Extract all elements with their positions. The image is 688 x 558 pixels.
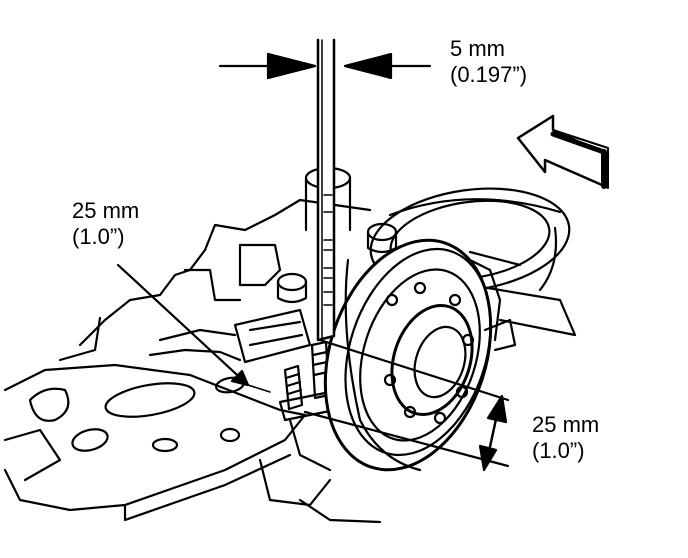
view-direction-arrow — [516, 114, 610, 189]
offset-right-dimension — [303, 338, 510, 472]
gap-dimension — [218, 52, 432, 80]
offset-left-imperial-label: (1.0”) — [72, 224, 125, 249]
gap-metric-label: 5 mm — [450, 36, 505, 61]
gap-imperial-label: (0.197”) — [450, 62, 528, 87]
gap-arrow-right — [343, 52, 393, 80]
offset-right-imperial-label: (1.0”) — [532, 438, 585, 463]
offset-right-callout: 25 mm (1.0”) — [532, 412, 599, 464]
crankshaft-pulley — [323, 238, 517, 472]
gap-callout: 5 mm (0.197”) — [450, 36, 527, 88]
offset-left-metric-label: 25 mm — [72, 198, 140, 223]
deck-plate — [3, 363, 382, 524]
gap-arrow-left — [266, 52, 317, 80]
offset-right-metric-label: 25 mm — [532, 412, 600, 437]
offset-left-callout: 25 mm (1.0”) — [72, 198, 139, 250]
offset-left-leader — [116, 263, 271, 393]
measuring-gauge — [316, 38, 336, 342]
